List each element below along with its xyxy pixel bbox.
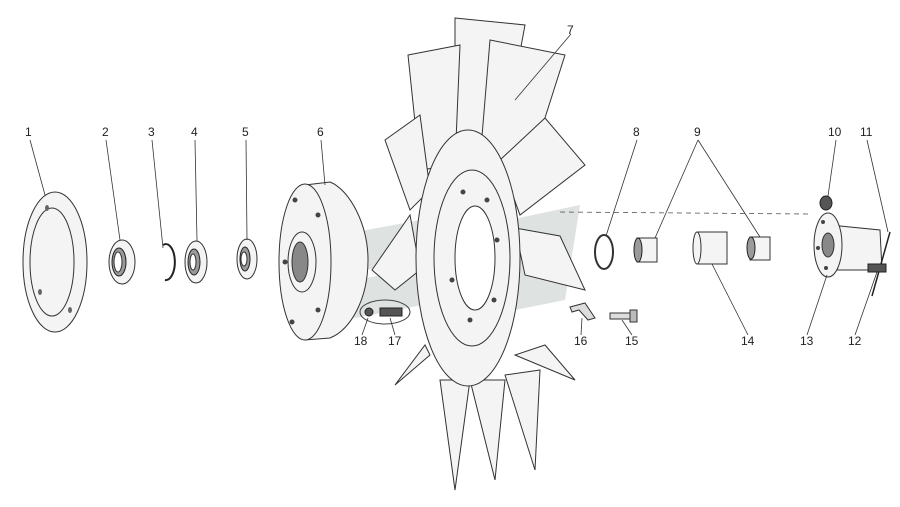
callout-11: 11 [860, 125, 873, 139]
callout-8: 8 [633, 125, 640, 139]
callout-14: 14 [741, 334, 755, 348]
callout-3: 3 [148, 125, 155, 139]
callout-13: 13 [800, 334, 814, 348]
part-6-hub [278, 181, 369, 341]
part-2-seal [108, 239, 136, 285]
callout-5: 5 [242, 125, 249, 139]
callout-17: 17 [388, 334, 402, 348]
part-12-bolt [867, 263, 887, 273]
part-9-bushing-right [746, 236, 771, 261]
callout-4: 4 [191, 125, 198, 139]
callout-10: 10 [828, 125, 842, 139]
part-3-snap-ring [162, 243, 176, 282]
part-17-18-bolt-group [359, 299, 411, 325]
part-4-bearing [184, 240, 208, 284]
part-5-seal-ring [236, 238, 258, 280]
callout-18: 18 [354, 334, 368, 348]
callout-12: 12 [848, 334, 862, 348]
part-7-fan [371, 17, 586, 491]
part-8-o-ring [594, 234, 614, 270]
callout-2: 2 [102, 125, 109, 139]
part-13-bracket [813, 212, 883, 278]
part-14-sleeve [692, 231, 728, 265]
axis-dashed-line [559, 211, 809, 215]
callout-15: 15 [625, 334, 639, 348]
leader-lines [29, 33, 889, 336]
callout-9: 9 [694, 125, 701, 139]
part-9-bushing-left [633, 237, 658, 263]
part-10-fitting [819, 195, 833, 211]
callout-7: 7 [567, 23, 574, 37]
callout-1: 1 [25, 125, 32, 139]
part-1-flange [22, 191, 88, 333]
callout-16: 16 [574, 334, 588, 348]
callout-6: 6 [317, 125, 324, 139]
part-15-bolt [609, 309, 638, 323]
part-16-clip [569, 302, 596, 321]
